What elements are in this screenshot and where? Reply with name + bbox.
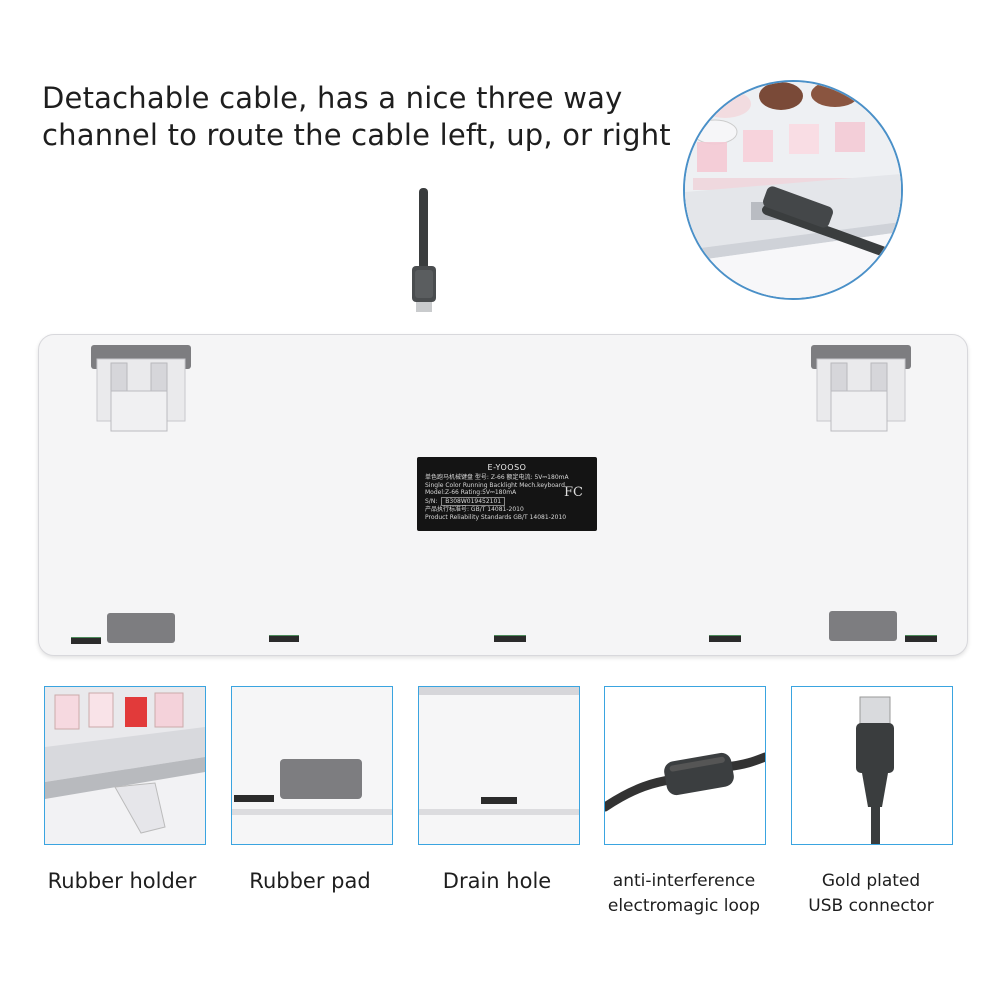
label-line-5: 产品执行标准号: GB/T 14081-2010	[425, 506, 524, 513]
drain-hole	[905, 635, 937, 642]
feature-thumb-rubber-pad	[231, 686, 393, 845]
usb-cable-illustration	[412, 188, 436, 340]
drain-hole	[494, 635, 526, 642]
headline-line-2: channel to route the cable left, up, or …	[42, 118, 671, 152]
zoom-detail-circle	[683, 80, 903, 300]
drain-hole	[269, 635, 299, 642]
serial-label: S/N:	[425, 497, 438, 505]
caption-interference-loop-line-2: electromagic loop	[607, 896, 761, 916]
zoom-detail-illustration	[685, 82, 901, 298]
rubber-pad-illustration	[232, 687, 392, 844]
caption-interference-loop-line-1: anti-interference	[612, 871, 756, 891]
caption-interference-loop: anti-interference electromagic loop	[584, 869, 784, 919]
label-line-6: Product Reliability Standards GB/T 14081…	[425, 513, 567, 521]
label-line-3: Model:Z-66 Rating:5V⎓180mA	[425, 489, 517, 496]
rubber-pad-left	[107, 613, 175, 643]
feature-thumb-usb-connector	[791, 686, 953, 845]
label-line-2: Single Color Running Backlight Mech.keyb…	[425, 481, 565, 489]
headline: Detachable cable, has a nice three way c…	[42, 80, 682, 154]
fcc-mark: FC	[564, 485, 583, 500]
brand-name: E-YOOSO	[487, 463, 527, 472]
feature-thumb-drain-hole	[418, 686, 580, 845]
folding-foot-left	[91, 345, 191, 432]
drain-hole-illustration	[419, 687, 579, 844]
caption-usb-connector: Gold plated USB connector	[771, 869, 971, 919]
label-serial-row: S/N: B308W019452101	[425, 496, 589, 506]
usb-connector-illustration	[792, 687, 952, 844]
drain-hole	[71, 637, 101, 644]
rubber-holder-illustration	[45, 687, 205, 844]
feature-thumb-interference-loop	[604, 686, 766, 845]
folding-foot-right	[811, 345, 911, 432]
caption-rubber-pad: Rubber pad	[249, 869, 371, 893]
caption-usb-connector-line-2: USB connector	[808, 896, 934, 916]
drain-hole	[709, 635, 741, 642]
feature-thumb-rubber-holder	[44, 686, 206, 845]
caption-usb-connector-line-1: Gold plated	[821, 871, 921, 891]
headline-line-1: Detachable cable, has a nice three way	[42, 81, 623, 115]
ferrite-loop-illustration	[605, 687, 765, 844]
serial-number: B308W019452101	[441, 496, 506, 506]
caption-drain-hole: Drain hole	[442, 869, 552, 893]
product-label-plate: E-YOOSO 单色跑马机械键盘 型号: Z-66 额定电流: 5V⎓180mA…	[417, 457, 597, 531]
rubber-pad-right	[829, 611, 897, 641]
caption-rubber-holder: Rubber holder	[47, 869, 197, 893]
label-line-1: 单色跑马机械键盘 型号: Z-66 额定电流: 5V⎓180mA	[425, 474, 569, 481]
keyboard-underside: E-YOOSO 单色跑马机械键盘 型号: Z-66 额定电流: 5V⎓180mA…	[38, 334, 968, 656]
